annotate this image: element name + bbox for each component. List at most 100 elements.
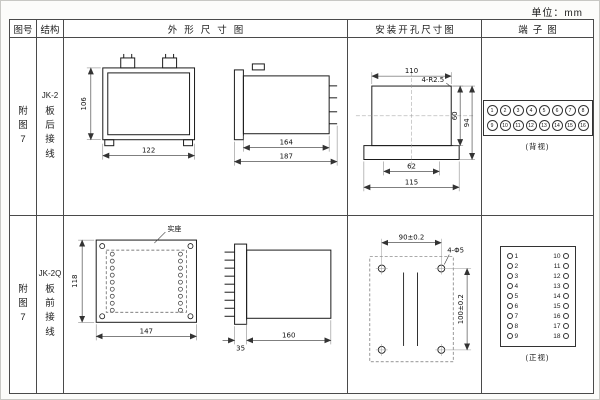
dim-label-164: 164 xyxy=(280,139,294,147)
figure-number: 附图7 xyxy=(18,105,28,146)
terminal-circle: 4 xyxy=(525,105,537,117)
terminal-dot xyxy=(506,253,513,260)
dim-label-94: 94 xyxy=(463,118,471,127)
dim-label-110: 110 xyxy=(405,67,418,75)
terminal-circle: 15 xyxy=(564,120,576,132)
terminal-circle: 14 xyxy=(551,120,563,132)
terminal-number: 11 xyxy=(553,262,561,270)
terminal-dot xyxy=(506,313,513,320)
row2-structure-cell: JK-2Q 板前接线 xyxy=(37,215,64,393)
outline-drawing-jk2q: 118 147 实座 xyxy=(70,224,332,352)
terminal-caption: (背视) xyxy=(525,142,550,152)
terminal-dot xyxy=(506,323,513,330)
terminal-diagram-rear: 1 2 3 4 5 6 7 8 9 10 11 12 13 14 15 xyxy=(482,100,593,137)
terminal-number: 3 xyxy=(514,272,519,280)
header-terminal: 端子图 xyxy=(482,20,593,38)
terminal-circle: 11 xyxy=(512,120,524,132)
header-outline: 外形尺寸图 xyxy=(64,20,348,38)
terminal-row: 6 15 xyxy=(506,302,569,311)
header-structure: 结构 xyxy=(37,20,64,38)
terminal-dot xyxy=(562,273,569,280)
terminal-number: 1 xyxy=(514,252,519,260)
row2-terminal-cell: 1 10 2 11 3 12 4 13 5 14 xyxy=(482,216,593,394)
terminal-row: 5 14 xyxy=(506,292,569,301)
terminal-dot xyxy=(506,273,513,280)
wiring-label: 板后接线 xyxy=(45,105,55,160)
terminal-row: 3 12 xyxy=(506,272,569,281)
terminal-number: 10 xyxy=(553,252,561,260)
terminal-row: 2 11 xyxy=(506,262,569,271)
terminal-circle: 12 xyxy=(525,120,537,132)
terminal-circle: 8 xyxy=(577,105,589,117)
terminal-dot xyxy=(506,263,513,270)
terminal-circle: 6 xyxy=(551,105,563,117)
holes-label: 4-R2.5 xyxy=(421,76,444,84)
terminal-dot xyxy=(562,283,569,290)
terminal-number: 4 xyxy=(514,282,519,290)
dim-label-187: 187 xyxy=(280,153,293,161)
terminal-dot xyxy=(506,293,513,300)
terminal-circle: 10 xyxy=(499,120,511,132)
terminal-number: 15 xyxy=(553,302,561,310)
terminal-circle: 7 xyxy=(564,105,576,117)
terminal-number: 12 xyxy=(553,272,561,280)
row2-fig-cell: 附图7 xyxy=(10,215,37,393)
terminal-circle: 9 xyxy=(486,120,498,132)
figure-number: 附图7 xyxy=(18,283,28,324)
terminal-dot xyxy=(506,303,513,310)
terminal-dot xyxy=(562,323,569,330)
terminal-row: 8 17 xyxy=(506,322,569,331)
terminal-number: 13 xyxy=(553,282,561,290)
terminal-number: 5 xyxy=(514,292,519,300)
terminal-dot xyxy=(562,313,569,320)
terminal-number: 18 xyxy=(553,332,561,340)
terminal-row-top: 1 2 3 4 5 6 7 8 xyxy=(486,105,589,117)
wiring-label: 板前接线 xyxy=(45,283,55,338)
dim-label-62: 62 xyxy=(407,162,416,170)
install-drawing-jk2q: 90±0.2 4-Φ5 100±0.2 xyxy=(369,233,472,362)
row1-outline-cell: 106 122 xyxy=(64,38,348,216)
row1-install-cell: 110 4-R2.5 60 94 62 115 xyxy=(348,38,482,216)
dim-label-160: 160 xyxy=(282,330,295,339)
terminal-row-bottom: 9 10 11 12 13 14 15 16 xyxy=(486,120,589,132)
terminal-diagram-front: 1 10 2 11 3 12 4 13 5 14 xyxy=(499,245,576,347)
dim-label-106: 106 xyxy=(80,97,88,110)
row1-fig-cell: 附图7 xyxy=(10,38,37,216)
terminal-number: 9 xyxy=(514,332,519,340)
terminal-circle: 5 xyxy=(538,105,550,117)
dim-label-60: 60 xyxy=(451,111,459,120)
dim-label-147: 147 xyxy=(140,326,153,335)
base-note-label: 实座 xyxy=(167,224,181,233)
terminal-number: 16 xyxy=(553,312,561,320)
terminal-dot xyxy=(562,263,569,270)
terminal-row: 7 16 xyxy=(506,312,569,321)
unit-note: 单位：mm xyxy=(531,8,583,19)
terminal-dot xyxy=(562,293,569,300)
header-fig-no: 图号 xyxy=(10,20,37,38)
dim-label-122: 122 xyxy=(142,147,155,155)
dim-label-115: 115 xyxy=(405,178,418,186)
model-label: JK-2 xyxy=(41,90,59,100)
row2-install-cell: 90±0.2 4-Φ5 100±0.2 xyxy=(348,215,482,393)
terminal-caption: (正视) xyxy=(525,352,550,362)
terminal-number: 14 xyxy=(553,292,561,300)
terminal-number: 8 xyxy=(514,322,519,330)
header-install: 安装开孔尺寸图 xyxy=(348,20,482,38)
terminal-circle: 2 xyxy=(499,105,511,117)
terminal-row: 1 10 xyxy=(506,252,569,261)
terminal-number: 7 xyxy=(514,312,519,320)
terminal-dot xyxy=(562,253,569,260)
terminal-circle: 1 xyxy=(486,105,498,117)
terminal-number: 6 xyxy=(514,302,519,310)
terminal-circle: 3 xyxy=(512,105,524,117)
row1-structure-cell: JK-2 板后接线 xyxy=(37,38,64,216)
row1-terminal-cell: 1 2 3 4 5 6 7 8 9 10 11 12 13 14 15 xyxy=(482,38,593,216)
outline-drawing-jk2: 106 122 xyxy=(80,53,338,166)
terminal-number: 2 xyxy=(514,262,519,270)
model-label: JK-2Q xyxy=(38,268,62,278)
row2-outline-cell: 118 147 实座 xyxy=(64,215,348,393)
terminal-row: 4 13 xyxy=(506,282,569,291)
spec-table: 图号 结构 外形尺寸图 安装开孔尺寸图 端子图 附图7 JK-2 板后接线 xyxy=(9,19,594,394)
terminal-number: 17 xyxy=(553,322,561,330)
